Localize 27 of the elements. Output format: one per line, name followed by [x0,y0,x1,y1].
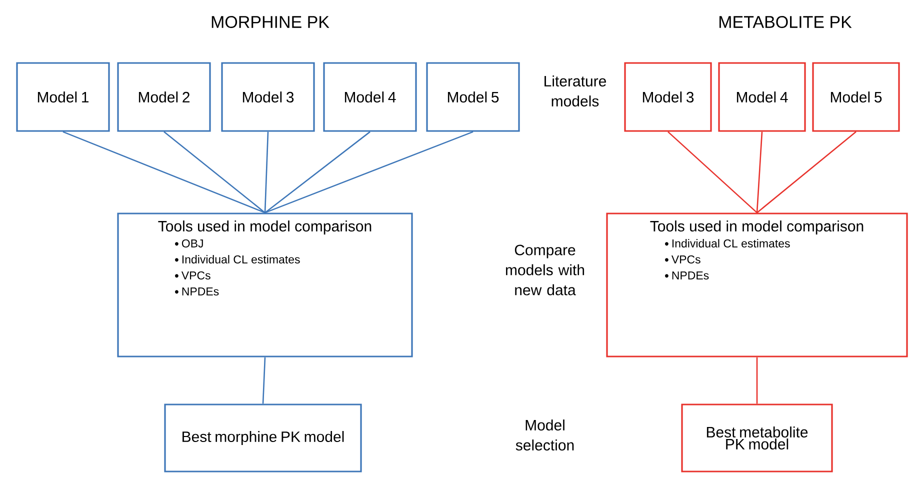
column-heading: MORPHINE PK [212,16,330,28]
connector-line [264,131,474,214]
step-label: Model selection [516,420,574,450]
model-box: Model 3 [221,62,315,132]
connector-line [62,131,266,214]
connector-line [668,131,758,214]
connector-line [264,132,269,213]
model-box: Model 3 [624,62,712,132]
model-box: Model 2 [117,62,211,132]
step-label: Compare models with new data [506,244,584,296]
result-box: Best metabolite PK model [681,404,833,472]
model-box: Model 4 [718,62,806,132]
model-box: Model 5 [426,62,520,132]
connector-line [264,131,370,214]
result-box: Best morphine PK model [164,404,362,472]
model-box: Model 5 [812,62,900,132]
connector-line [756,357,758,404]
connector-line [262,357,266,404]
connector-line [164,131,266,214]
connector-line [756,132,763,213]
connector-line [756,131,856,214]
model-box: Model 4 [323,62,417,132]
tools-box: Tools used in model comparison OBJ Individual CL estimates VPCs NPDEs [117,212,413,358]
column-heading: METABOLITE PK [720,16,852,28]
step-label: Literature models [544,76,606,106]
tools-box: Tools used in model comparison Individual CL estimates VPCs NPDEs [606,212,908,358]
model-box: Model 1 [16,62,110,132]
